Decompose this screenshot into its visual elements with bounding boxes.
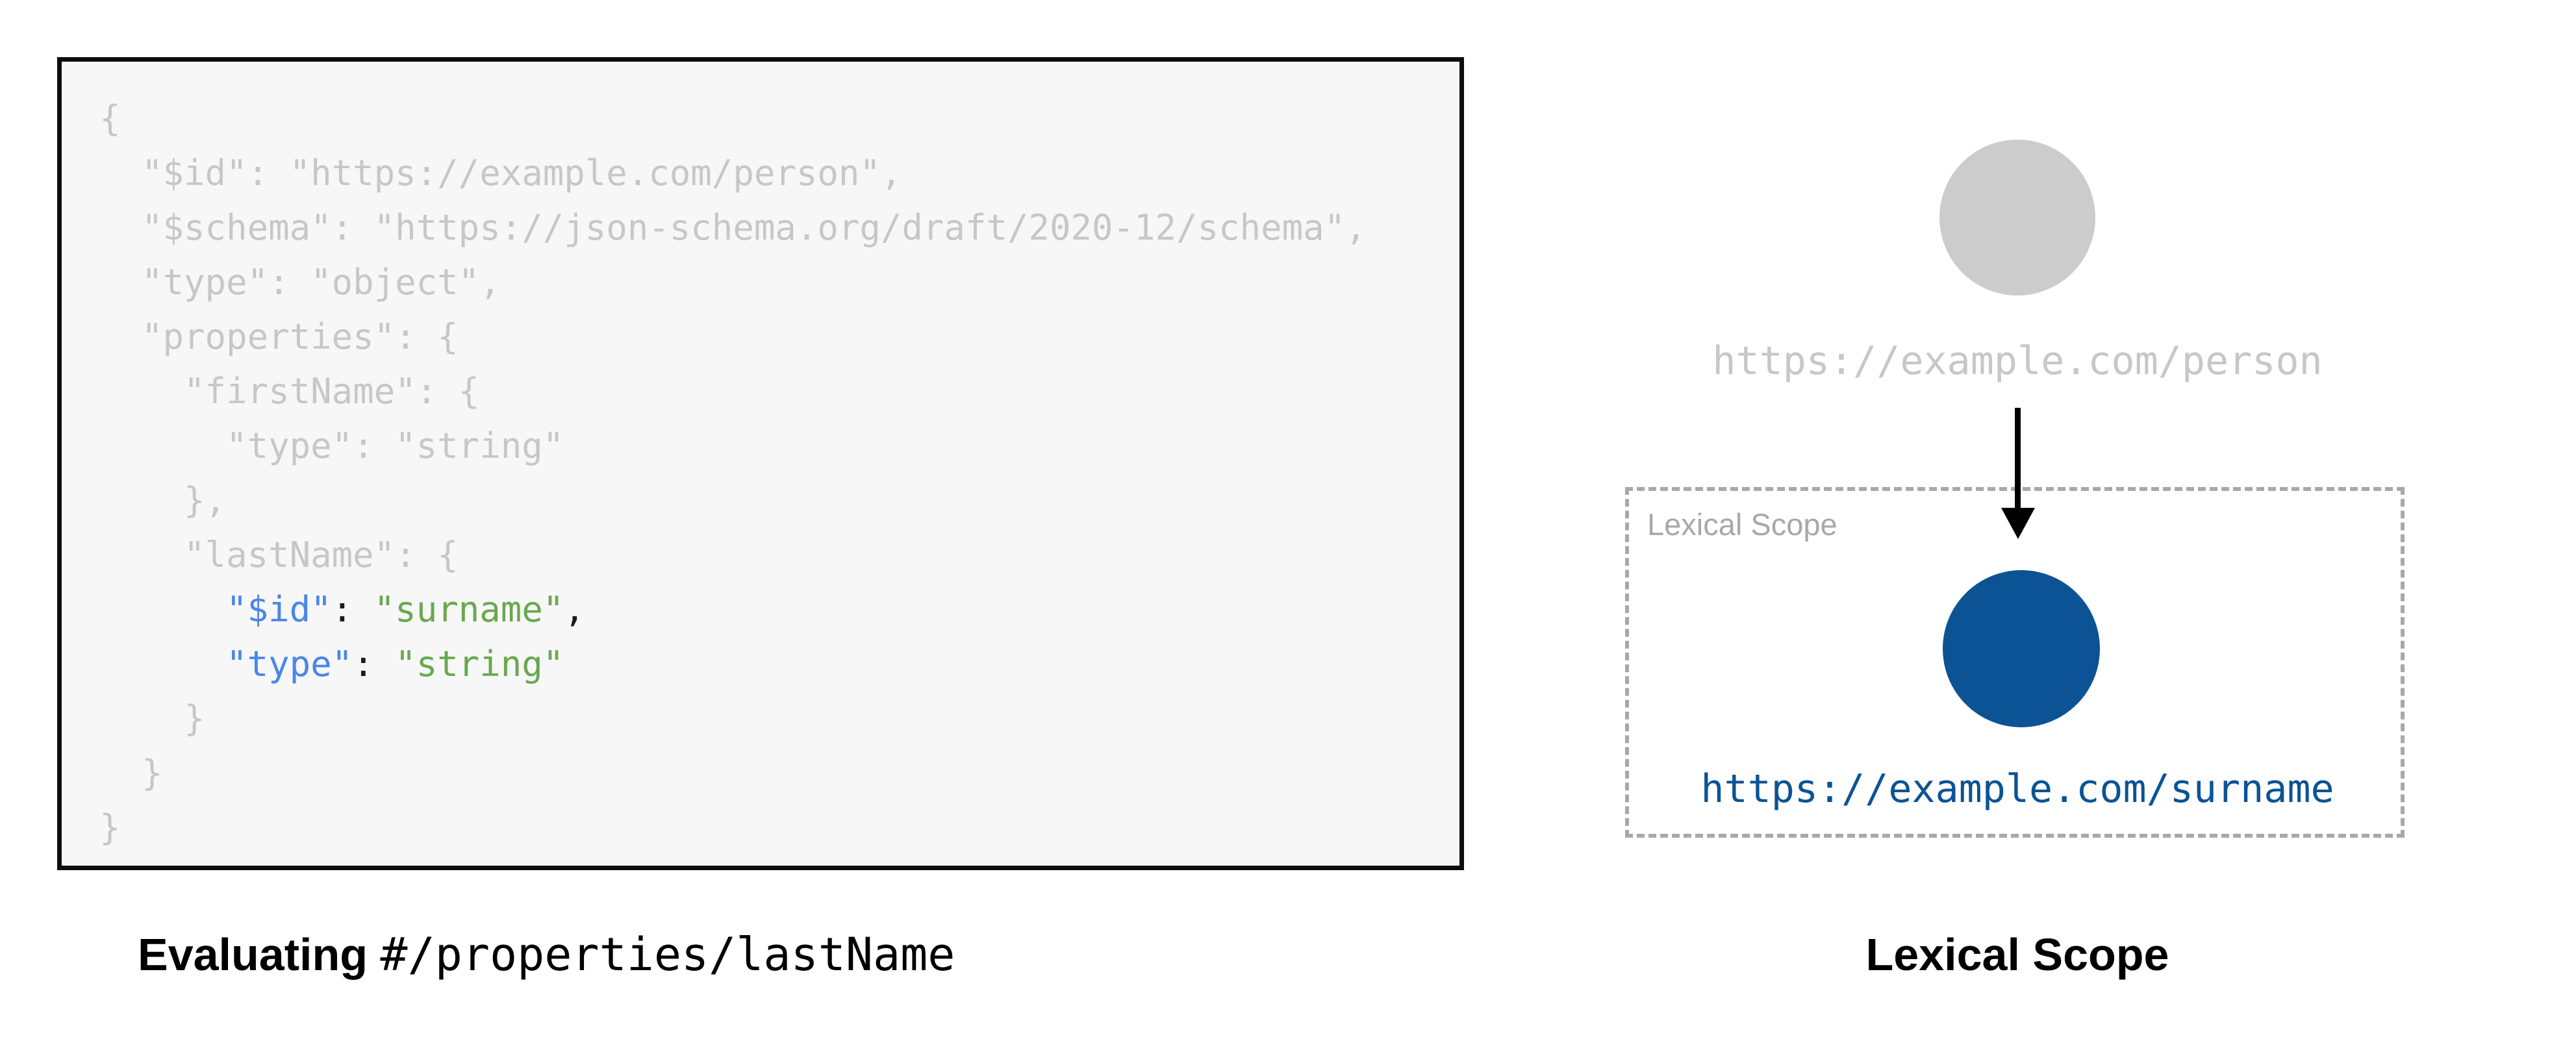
person-schema-uri-label: https://example.com/person [1712, 338, 2323, 384]
lexical-scope-box-label: Lexical Scope [1647, 507, 1837, 542]
surname-schema-uri-label: https://example.com/surname [1700, 766, 2334, 812]
left-caption: Evaluating #/properties/lastName [138, 927, 955, 982]
json-schema-code: { "$id": "https://example.com/person", "… [62, 62, 1459, 855]
code-line: { [99, 98, 121, 139]
person-schema-node-circle [1939, 140, 2095, 295]
code-line: "firstName": { [99, 371, 480, 412]
json-schema-code-block: { "$id": "https://example.com/person", "… [57, 57, 1464, 870]
right-caption: Lexical Scope [1865, 929, 2169, 980]
code-line: "properties": { [99, 316, 459, 357]
lexical-scope-box: Lexical Scope [1625, 487, 2405, 838]
code-line: "$id": "surname", [226, 589, 585, 630]
code-line: "lastName": { [99, 534, 459, 575]
code-line: "type": "object", [99, 262, 501, 303]
code-line: }, [99, 480, 227, 521]
surname-schema-node-circle [1943, 570, 2100, 727]
arrow-down-icon [2001, 508, 2035, 539]
arrow-line [2015, 408, 2021, 513]
code-line: "$schema": "https://json-schema.org/draf… [99, 207, 1367, 248]
left-caption-evaluating: Evaluating [138, 929, 381, 980]
code-line: "type": "string" [226, 644, 564, 684]
code-line: "$id": "https://example.com/person", [99, 153, 902, 194]
code-line: "type": "string" [99, 425, 564, 466]
code-line: } [99, 807, 121, 848]
code-line: } [99, 753, 163, 794]
code-line: } [99, 698, 205, 739]
left-caption-json-pointer: #/properties/lastName [380, 928, 955, 981]
